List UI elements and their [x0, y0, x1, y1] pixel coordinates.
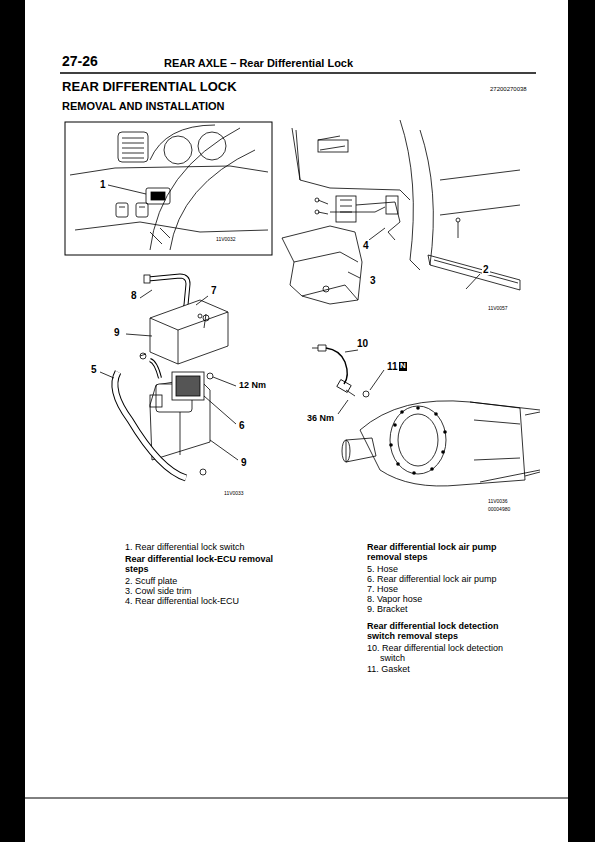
parts-list-item: 9. Bracket: [367, 604, 408, 614]
parts-list-heading: Rear differential lock detection switch …: [367, 621, 517, 641]
figure-code: 11V0033: [224, 491, 244, 497]
section-header: REAR AXLE – Rear Differential Lock: [164, 57, 353, 69]
callout-number: 9: [113, 327, 121, 338]
callout-number: 2: [482, 264, 490, 275]
callout-number: 6: [238, 420, 246, 431]
torque-value: 36 Nm: [306, 413, 335, 423]
callout-number: 7: [210, 285, 218, 296]
figure-code: 11V0032: [216, 237, 236, 243]
parts-list-item: 11. Gasket: [367, 664, 410, 674]
callout-number: 9: [240, 457, 248, 468]
figure-code: 00004980: [488, 507, 510, 513]
parts-list-item: 8. Vapor hose: [367, 594, 422, 604]
callout-number: 4: [362, 240, 370, 251]
callout-number: 5: [90, 364, 98, 375]
parts-list-heading: Rear differential lock-ECU removal steps: [125, 554, 275, 574]
parts-list-item: 1. Rear differential lock switch: [125, 542, 244, 552]
parts-list-item: 5. Hose: [367, 564, 398, 574]
page-number: 27-26: [62, 54, 98, 70]
callout-number: 10: [356, 338, 369, 349]
callout-number: 3: [369, 275, 377, 286]
parts-list-item: 2. Scuff plate: [125, 576, 177, 586]
doc-code: 27200270038: [490, 86, 527, 93]
callout-number: 1: [99, 179, 107, 190]
parts-list-item: 6. Rear differential lock air pump: [367, 574, 496, 584]
parts-list-item: 4. Rear differential lock-ECU: [125, 596, 239, 606]
parts-list-item: 3. Cowl side trim: [125, 586, 192, 596]
new-part-mark: N: [399, 362, 407, 371]
parts-list-heading: Rear differential lock air pump removal …: [367, 542, 517, 562]
subtitle: REMOVAL AND INSTALLATION: [62, 100, 225, 112]
figure-code: 11V0036: [488, 499, 508, 505]
parts-list-item: 10. Rear differential lock detection swi…: [367, 643, 530, 663]
figure-code: 11V0057: [488, 306, 508, 312]
torque-value: 12 Nm: [238, 380, 267, 390]
callout-number: 8: [130, 290, 138, 301]
parts-list-item: 7. Hose: [367, 584, 398, 594]
callout-number: 11: [386, 361, 399, 372]
page-title: REAR DIFFERENTIAL LOCK: [62, 80, 237, 95]
